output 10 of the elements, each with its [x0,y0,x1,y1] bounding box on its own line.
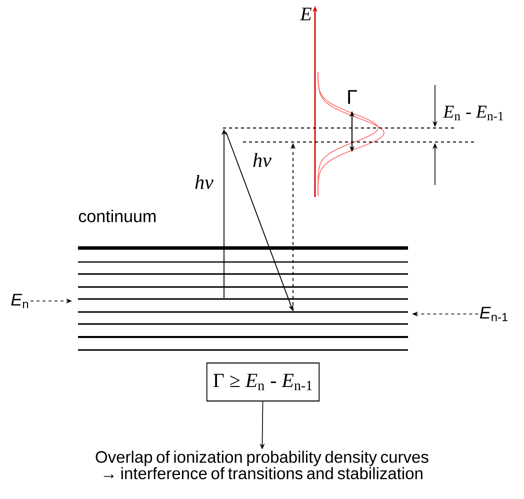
photon-label: hν [253,152,272,168]
continuum-label: continuum [78,210,156,222]
gamma-label: Γ [348,90,357,104]
axis-label: E [300,8,312,20]
condition-box: Γ ≥ E$_{n}$ - E$_{n-1}$ [206,362,320,402]
level-label: E$_{n-1}$ [480,306,508,322]
level-label: E$_{n}$ [11,294,28,308]
photon-label: hν [195,174,214,190]
energy-gap-label: E$_{n}$ - E$_{n-1}$ [443,106,504,120]
conclusion-text: Overlap of ionization probability density curves → interference of transitions and stabilization [96,450,428,480]
